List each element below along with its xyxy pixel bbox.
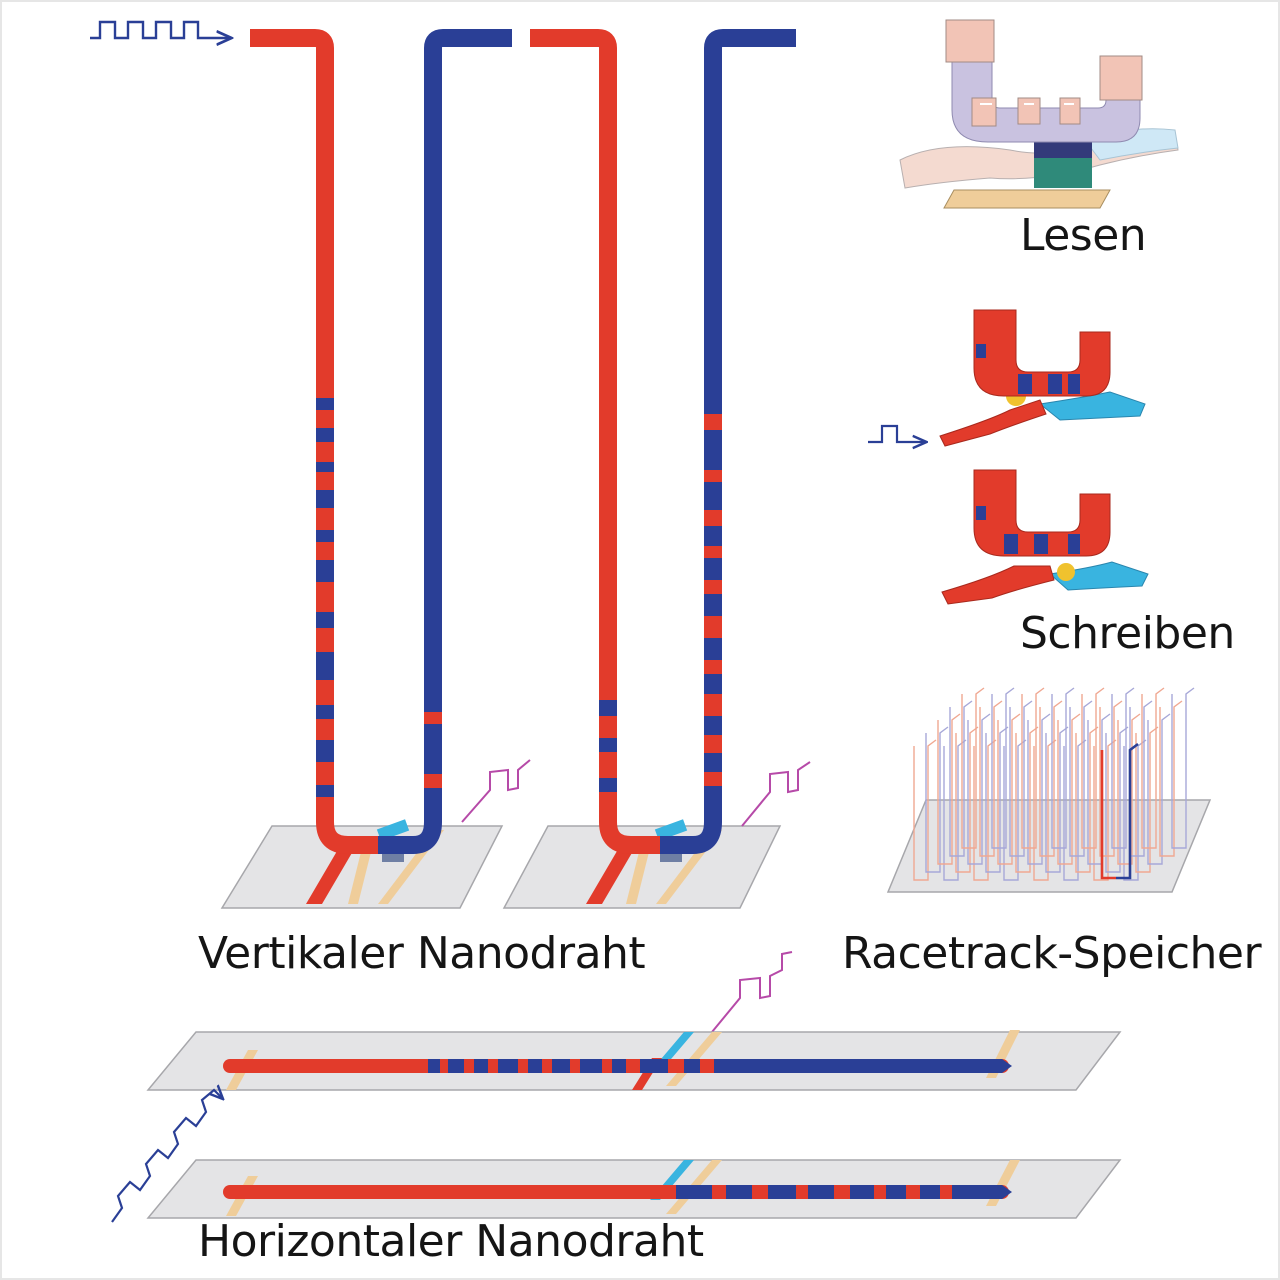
racetrack-wire: [1159, 700, 1183, 857]
racetrack-wire: [913, 739, 937, 881]
racetrack-wire: [1009, 700, 1033, 857]
racetrack-array: [886, 687, 1212, 893]
racetrack-wire: [1093, 739, 1117, 881]
read-illustration: [899, 19, 1179, 209]
magnetic-domains: [316, 398, 334, 797]
racetrack-wire: [1123, 739, 1147, 881]
racetrack-wire: [1051, 687, 1075, 849]
magnetic-domains: [599, 700, 617, 792]
racetrack-wire: [1039, 700, 1063, 857]
racetrack-wire: [1117, 713, 1141, 865]
racetrack-wire: [1075, 726, 1099, 873]
read-label: Lesen: [1020, 210, 1147, 261]
track-red-arm: [530, 29, 660, 854]
magnetic-domains: [424, 712, 442, 788]
racetrack-wire: [1081, 687, 1105, 849]
vertical-nanowire-1: [220, 29, 512, 909]
vertical-nanowire-label: Vertikaler Nanodraht: [198, 928, 646, 979]
racetrack-wire: [943, 739, 967, 881]
write-illustration-1: [868, 309, 1146, 446]
racetrack-wire: [949, 700, 973, 857]
racetrack-wire: [1045, 726, 1069, 873]
racetrack-wire: [925, 726, 949, 873]
highlighted-track: [1100, 750, 1116, 880]
racetrack-wire: [967, 713, 991, 865]
write-illustration-2: [941, 469, 1149, 605]
racetrack-wire: [1069, 700, 1093, 857]
sense-signal-icon: [461, 759, 811, 1033]
racetrack-wire: [1111, 687, 1135, 849]
vertical-nanowire-2: [502, 29, 796, 909]
racetrack-wire: [1141, 687, 1165, 849]
racetrack-wire: [937, 713, 961, 865]
track-blue-arm: [660, 29, 796, 854]
track-red-arm: [250, 29, 378, 854]
racetrack-wire: [1015, 726, 1039, 873]
contact-strip: [348, 848, 372, 904]
cyan-read-element: [654, 819, 688, 841]
magnetic-domains: [428, 1059, 626, 1073]
racetrack-wire: [973, 739, 997, 881]
current-pulse-icon: [90, 20, 230, 38]
write-label: Schreiben: [1020, 608, 1235, 659]
track-blue-arm: [378, 29, 512, 854]
racetrack-wire: [961, 687, 985, 849]
racetrack-wire: [1171, 687, 1195, 849]
racetrack-wire: [997, 713, 1021, 865]
racetrack-wire: [1105, 726, 1129, 873]
racetrack-wire: [979, 700, 1003, 857]
magnetic-domains: [668, 1059, 714, 1073]
track-foot: [586, 846, 636, 904]
racetrack-wires: [913, 687, 1195, 881]
cyan-read-element: [376, 819, 410, 841]
horizontal-nanowire-1: [146, 1030, 1122, 1091]
racetrack-wire: [1033, 739, 1057, 881]
horizontal-nanowire-2: [146, 1159, 1122, 1219]
racetrack-wire: [1057, 713, 1081, 865]
contact-strip: [626, 848, 650, 904]
racetrack-wire: [1063, 739, 1087, 881]
racetrack-wire: [985, 726, 1009, 873]
racetrack-wire: [1099, 700, 1123, 857]
current-pulse-icon: [111, 1090, 222, 1223]
racetrack-wire: [1147, 713, 1171, 865]
highlighted-track: [1116, 742, 1139, 880]
racetrack-wire: [1027, 713, 1051, 865]
racetrack-wire: [1021, 687, 1045, 849]
racetrack-wire: [1003, 739, 1027, 881]
racetrack-wire: [955, 726, 979, 873]
magnetic-domains: [704, 414, 722, 786]
racetrack-wire: [991, 687, 1015, 849]
racetrack-wire: [1135, 726, 1159, 873]
track-foot: [306, 846, 356, 904]
horizontal-nanowire-label: Horizontaler Nanodraht: [198, 1216, 704, 1267]
racetrack-memory-label: Racetrack-Speicher: [842, 928, 1262, 979]
magnetic-domains: [712, 1185, 952, 1199]
